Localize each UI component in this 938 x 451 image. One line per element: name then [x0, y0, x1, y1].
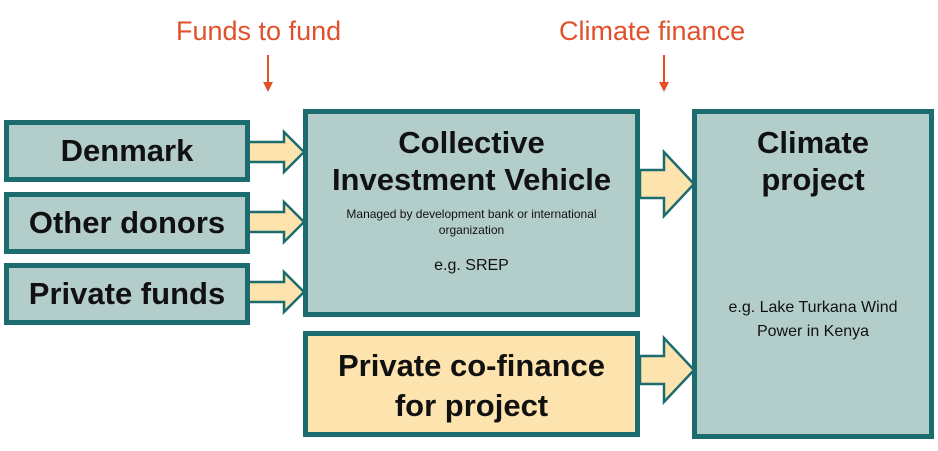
project-title-line2: project: [761, 162, 865, 197]
climate-project-box: Climate project e.g. Lake Turkana Wind P…: [692, 109, 934, 439]
cofinance-box: Private co-finance for project: [303, 331, 640, 437]
civ-to-project-arrow: [638, 148, 696, 220]
source-label: Other donors: [28, 205, 226, 240]
civ-box: Collective Investment Vehicle Managed by…: [303, 109, 640, 317]
denmark-flow-arrow: [246, 128, 306, 176]
cofinance-to-project-arrow: [638, 334, 696, 406]
other-donors-flow-arrow: [246, 198, 306, 246]
funds-to-fund-label: Funds to fund: [176, 16, 342, 46]
cofinance-line2: for project: [394, 388, 549, 423]
source-box-other-donors: Other donors: [4, 192, 250, 254]
source-box-denmark: Denmark: [4, 120, 250, 182]
project-title-line1: Climate: [757, 125, 869, 160]
source-label: Denmark: [60, 133, 194, 168]
civ-title-line2: Investment Vehicle: [331, 162, 612, 197]
civ-subtitle: Managed by development bank or internati…: [346, 207, 597, 237]
funds-to-fund-down-arrow: [263, 55, 273, 92]
private-funds-flow-arrow: [246, 268, 306, 316]
climate-finance-down-arrow: [659, 55, 669, 92]
civ-example: e.g. SREP: [434, 257, 509, 274]
source-box-private-funds: Private funds: [4, 263, 250, 325]
civ-title-line1: Collective: [398, 125, 545, 160]
climate-finance-label: Climate finance: [559, 16, 746, 46]
cofinance-line1: Private co-finance: [337, 348, 606, 383]
project-example: e.g. Lake Turkana Wind Power in Kenya: [728, 299, 898, 340]
source-label: Private funds: [28, 276, 226, 311]
